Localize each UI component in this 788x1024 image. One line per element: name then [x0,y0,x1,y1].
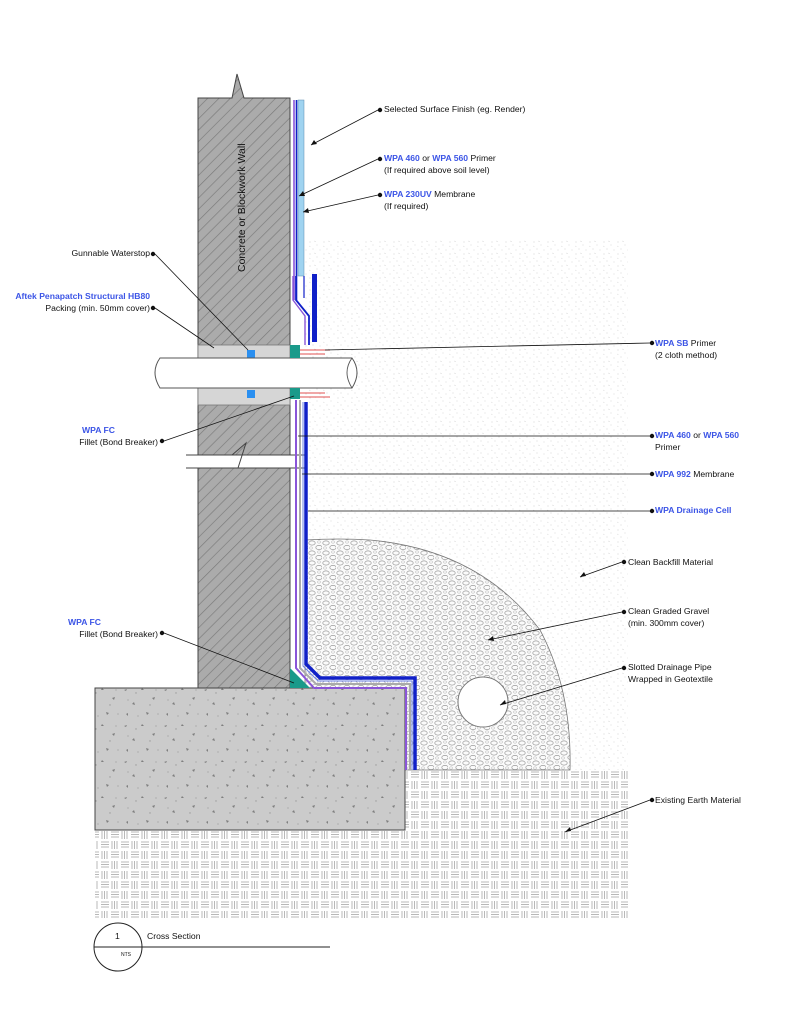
fillet-pipe-top [290,345,300,358]
concrete-footing [94,687,406,831]
penetration-pipe [154,357,358,389]
title-scale: NTS [121,952,131,958]
wall-label: Concrete or Blockwork Wall [236,143,248,272]
waterstop-top [247,350,255,358]
label-membrane-992: WPA 992 Membrane [655,469,735,479]
label-primer-mid: WPA 460 or WPA 560 Primer [655,430,740,452]
title-text: Cross Section [147,931,201,941]
label-fillet-2: WPA FC Fillet (Bond Breaker) [68,617,158,639]
label-surface-finish: Selected Surface Finish (eg. Render) [384,104,526,114]
label-backfill: Clean Backfill Material [628,557,714,567]
membrane-upper-step [292,276,306,345]
title-number: 1 [115,931,120,941]
label-membrane-top: WPA 230UV Membrane (If required) [384,189,476,211]
waterstop-bottom [247,390,255,398]
label-fillet-1: WPA FC Fillet (Bond Breaker) [79,425,158,447]
label-primer-top: WPA 460 or WPA 560 Primer (If required a… [384,153,496,175]
label-waterstop: Gunnable Waterstop [71,248,150,258]
drainage-pipe [457,676,509,728]
label-sb-primer: WPA SB Primer (2 cloth method) [655,338,718,360]
label-pipe: Slotted Drainage Pipe Wrapped in Geotext… [628,662,713,684]
fillet-pipe-bottom [290,388,300,399]
label-gravel: Clean Graded Gravel (min. 300mm cover) [628,606,710,628]
title-block [93,922,330,972]
fillet-footing [290,668,310,688]
membrane-lower [295,400,407,770]
render-layer [297,99,305,277]
label-drainage-cell: WPA Drainage Cell [655,505,732,515]
label-packing: Aftek Penapatch Structural HB80 Packing … [15,291,150,313]
drainage-cell-lower [304,402,417,770]
drainage-cell-top [312,274,317,342]
label-earth: Existing Earth Material [655,795,741,805]
